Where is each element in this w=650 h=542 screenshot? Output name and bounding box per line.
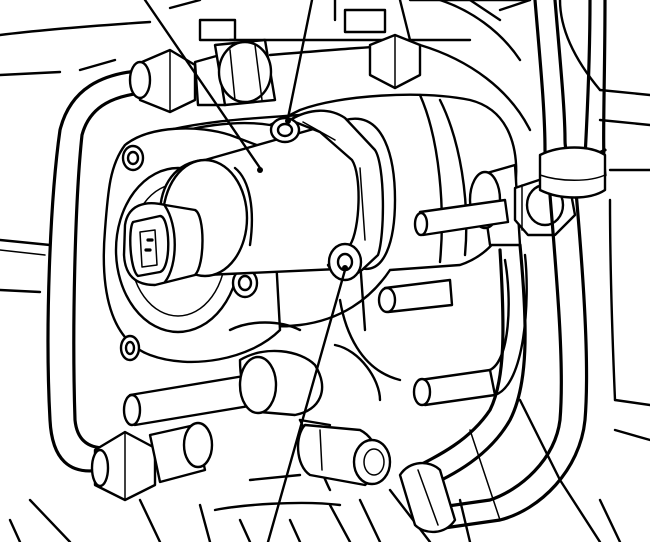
rod-right	[413, 198, 510, 237]
lower-pipe-clamp	[398, 461, 457, 534]
callout-leader-line-top-left	[143, 0, 263, 173]
fuel-pipe-left	[46, 68, 152, 473]
flange-bolt	[121, 144, 145, 172]
lower-rod	[122, 349, 324, 427]
solenoid-bracket	[288, 109, 385, 278]
rod-middle	[377, 278, 454, 314]
bracket-nut-lower	[327, 242, 363, 282]
lower-center-block	[228, 321, 382, 427]
callout-leader-line-top-center	[285, 0, 314, 124]
lower-fitting	[296, 423, 392, 487]
right-pipe-clamp	[538, 146, 607, 199]
pipe-elbow-middle	[412, 253, 528, 407]
upper-left-fitting	[213, 38, 277, 107]
upper-left-union-nut	[128, 48, 227, 114]
electrical-connector	[122, 202, 204, 287]
callout-leader-line-bottom	[266, 265, 348, 542]
upper-center-nut	[368, 33, 422, 90]
flange-bolt	[119, 334, 141, 362]
banjo-bolt-upper-right	[468, 163, 577, 247]
bracket-nut-upper	[269, 116, 301, 144]
lower-left-union-nut	[90, 421, 214, 502]
